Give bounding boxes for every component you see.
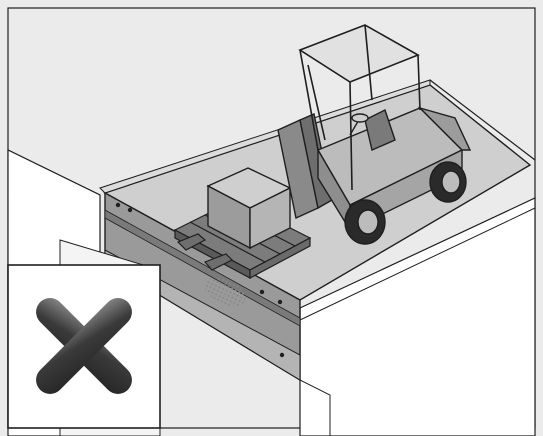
crate [206,167,292,250]
wear-pattern [204,277,246,307]
right-floor [299,197,536,436]
cross-icon [36,298,132,394]
forklift [277,106,472,233]
wheels [344,161,467,245]
leveler-back-lip [99,79,431,194]
cross-icon-panel [7,264,161,429]
right-floor-edge [299,207,536,321]
right-floor-step [299,379,331,436]
overhead-guard [298,24,421,191]
wall-edge-right [429,79,536,161]
forks [176,233,234,271]
leveler-front-strip [104,209,301,327]
